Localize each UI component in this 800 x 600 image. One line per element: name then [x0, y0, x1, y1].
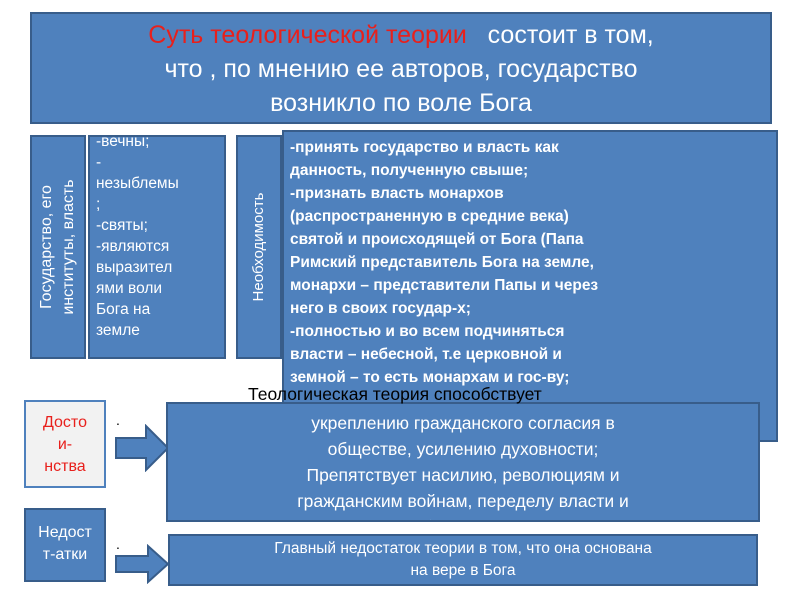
state-property: -святы;: [96, 217, 148, 234]
advantages-label: Досто: [43, 414, 87, 431]
disadvantages-line: на вере в Бога: [410, 562, 516, 579]
state-property: ями воли: [96, 280, 163, 297]
disadvantages-line: Главный недостаток теории в том, что она…: [274, 540, 652, 557]
title-line-1: Суть теологической теории состоит в том,: [32, 18, 770, 52]
advantages-line: укреплению гражданского согласия в: [311, 413, 615, 433]
necessity-line: него в своих государ-х;: [290, 300, 471, 317]
title-line-2: что , по мнению ее авторов, государство: [164, 55, 638, 83]
advantages-line: обществе, усилению духовности;: [327, 439, 599, 459]
necessity-line: земной – то есть монархам и гос-ву;: [290, 369, 570, 386]
necessity-label: Необходимость: [250, 192, 267, 302]
title-line1-rest: состоит в том,: [466, 21, 654, 49]
advantages-line: собственности: [168, 514, 758, 520]
necessity-text-box: -принять государство и власть как даннос…: [282, 130, 778, 442]
right-arrow-icon: [115, 424, 170, 472]
necessity-line: святой и происходящей от Бога (Папа: [290, 231, 584, 248]
disadvantages-dot: .: [116, 536, 120, 552]
necessity-line: -признать власть монархов: [290, 185, 504, 202]
advantages-line: гражданским войнам, переделу власти и: [297, 491, 629, 511]
state-label: Государство, его институты, власть: [36, 179, 80, 314]
state-property: Бога на: [96, 301, 151, 318]
right-arrow-icon: [115, 544, 170, 584]
state-property: незыблемы: [96, 175, 179, 192]
state-property: выразител: [96, 259, 173, 276]
necessity-line: -принять государство и власть как: [290, 139, 559, 156]
necessity-line: власти – небесной, т.е церковной и: [290, 346, 562, 363]
title-box: Суть теологической теории состоит в том,…: [30, 12, 772, 124]
state-property: -являются: [96, 238, 170, 255]
title-highlight: Суть теологической теории: [148, 21, 467, 49]
disadvantages-label: т-атки: [42, 546, 88, 563]
advantages-text-box: укреплению гражданского согласия в общес…: [166, 402, 760, 522]
advantages-dot: .: [116, 412, 120, 428]
state-property: -вечны;: [96, 135, 150, 150]
state-property: земле: [96, 322, 140, 339]
advantages-label: нства: [44, 458, 86, 475]
title-line-3: возникло по воле Бога: [270, 89, 532, 117]
necessity-line: (распространенную в средние века): [290, 208, 569, 225]
necessity-line: данность, полученную свыше;: [290, 162, 529, 179]
disadvantages-text-box: Главный недостаток теории в том, что она…: [168, 534, 758, 586]
necessity-line: -полностью и во всем подчиняться: [290, 323, 565, 340]
state-label-box: Государство, его институты, власть: [30, 135, 86, 359]
advantages-label: и-: [57, 436, 73, 453]
necessity-label-box: Необходимость: [236, 135, 282, 359]
necessity-line: монархи – представители Папы и через: [290, 277, 599, 294]
advantages-line: Препятствует насилию, революциям и: [306, 465, 620, 485]
state-property: ;: [96, 196, 101, 213]
necessity-line: Римский представитель Бога на земле,: [290, 254, 594, 271]
advantages-label-box: Досто и- нства: [24, 400, 106, 488]
disadvantages-label: Недост: [38, 524, 92, 541]
advantages-heading: Теологическая теория способствует: [248, 384, 542, 404]
state-properties-box: -вечны; - незыблемы ; -святы; -являются …: [88, 135, 226, 359]
state-label-line-2: институты, власть: [60, 179, 77, 315]
state-property: -: [96, 154, 102, 171]
state-label-line-1: Государство, его: [38, 185, 55, 309]
disadvantages-label-box: Недост т-атки: [24, 508, 106, 582]
